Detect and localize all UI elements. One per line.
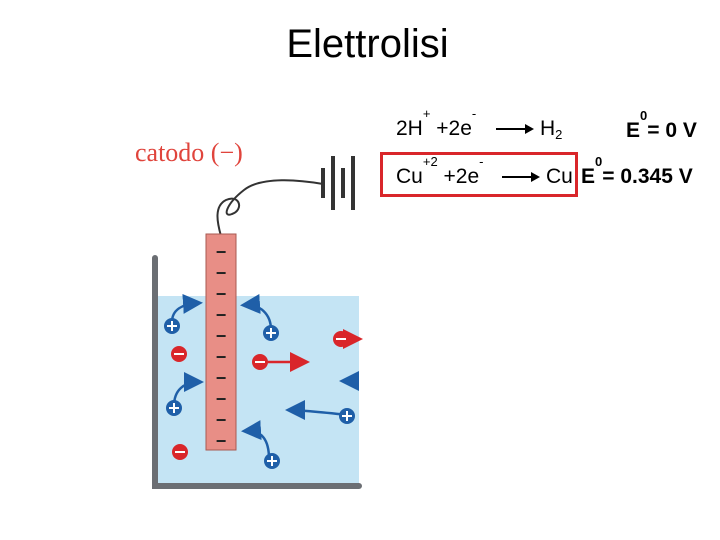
electrode-sign: − [216,431,227,451]
reaction-arrow-icon [496,124,534,134]
electrode-sign: − [216,410,227,430]
slide-title: Elettrolisi [286,22,449,66]
cation-icon [166,400,182,416]
cation-icon [339,408,355,424]
wire-icon [216,179,324,237]
reaction-arrow-icon [502,172,540,182]
cathode-electrode [205,233,237,451]
battery-icon [321,156,355,210]
electrode-sign: − [216,284,227,304]
anion-icon [252,354,268,370]
anion-icon [171,346,187,362]
reaction-copper-product: Cu [546,165,573,188]
anion-icon [333,331,349,347]
electrode-sign: − [216,368,227,388]
copper-potential: E0= 0.345 V [581,154,693,188]
cations [164,318,355,469]
cation-icon [263,325,279,341]
reaction-hydrogen-reactants: 2H+ +2e- [396,106,477,140]
electrode-sign: − [216,389,227,409]
electrode-sign: − [216,263,227,283]
hydrogen-potential: E0= 0 V [626,108,697,142]
cation-icon [264,453,280,469]
electrode-sign: − [216,305,227,325]
electrode-sign: − [216,347,227,367]
cation-icon [164,318,180,334]
reaction-copper-reactants: Cu+2 +2e- [396,154,484,188]
container-wall [152,255,362,489]
electrode-sign: − [216,242,227,262]
anions [171,331,349,460]
highlight-box [380,152,578,197]
anion-icon [172,444,188,460]
cathode-label: catodo (−) [135,138,243,167]
electrode-sign: − [216,326,227,346]
reaction-hydrogen-product: H2 [540,117,563,142]
